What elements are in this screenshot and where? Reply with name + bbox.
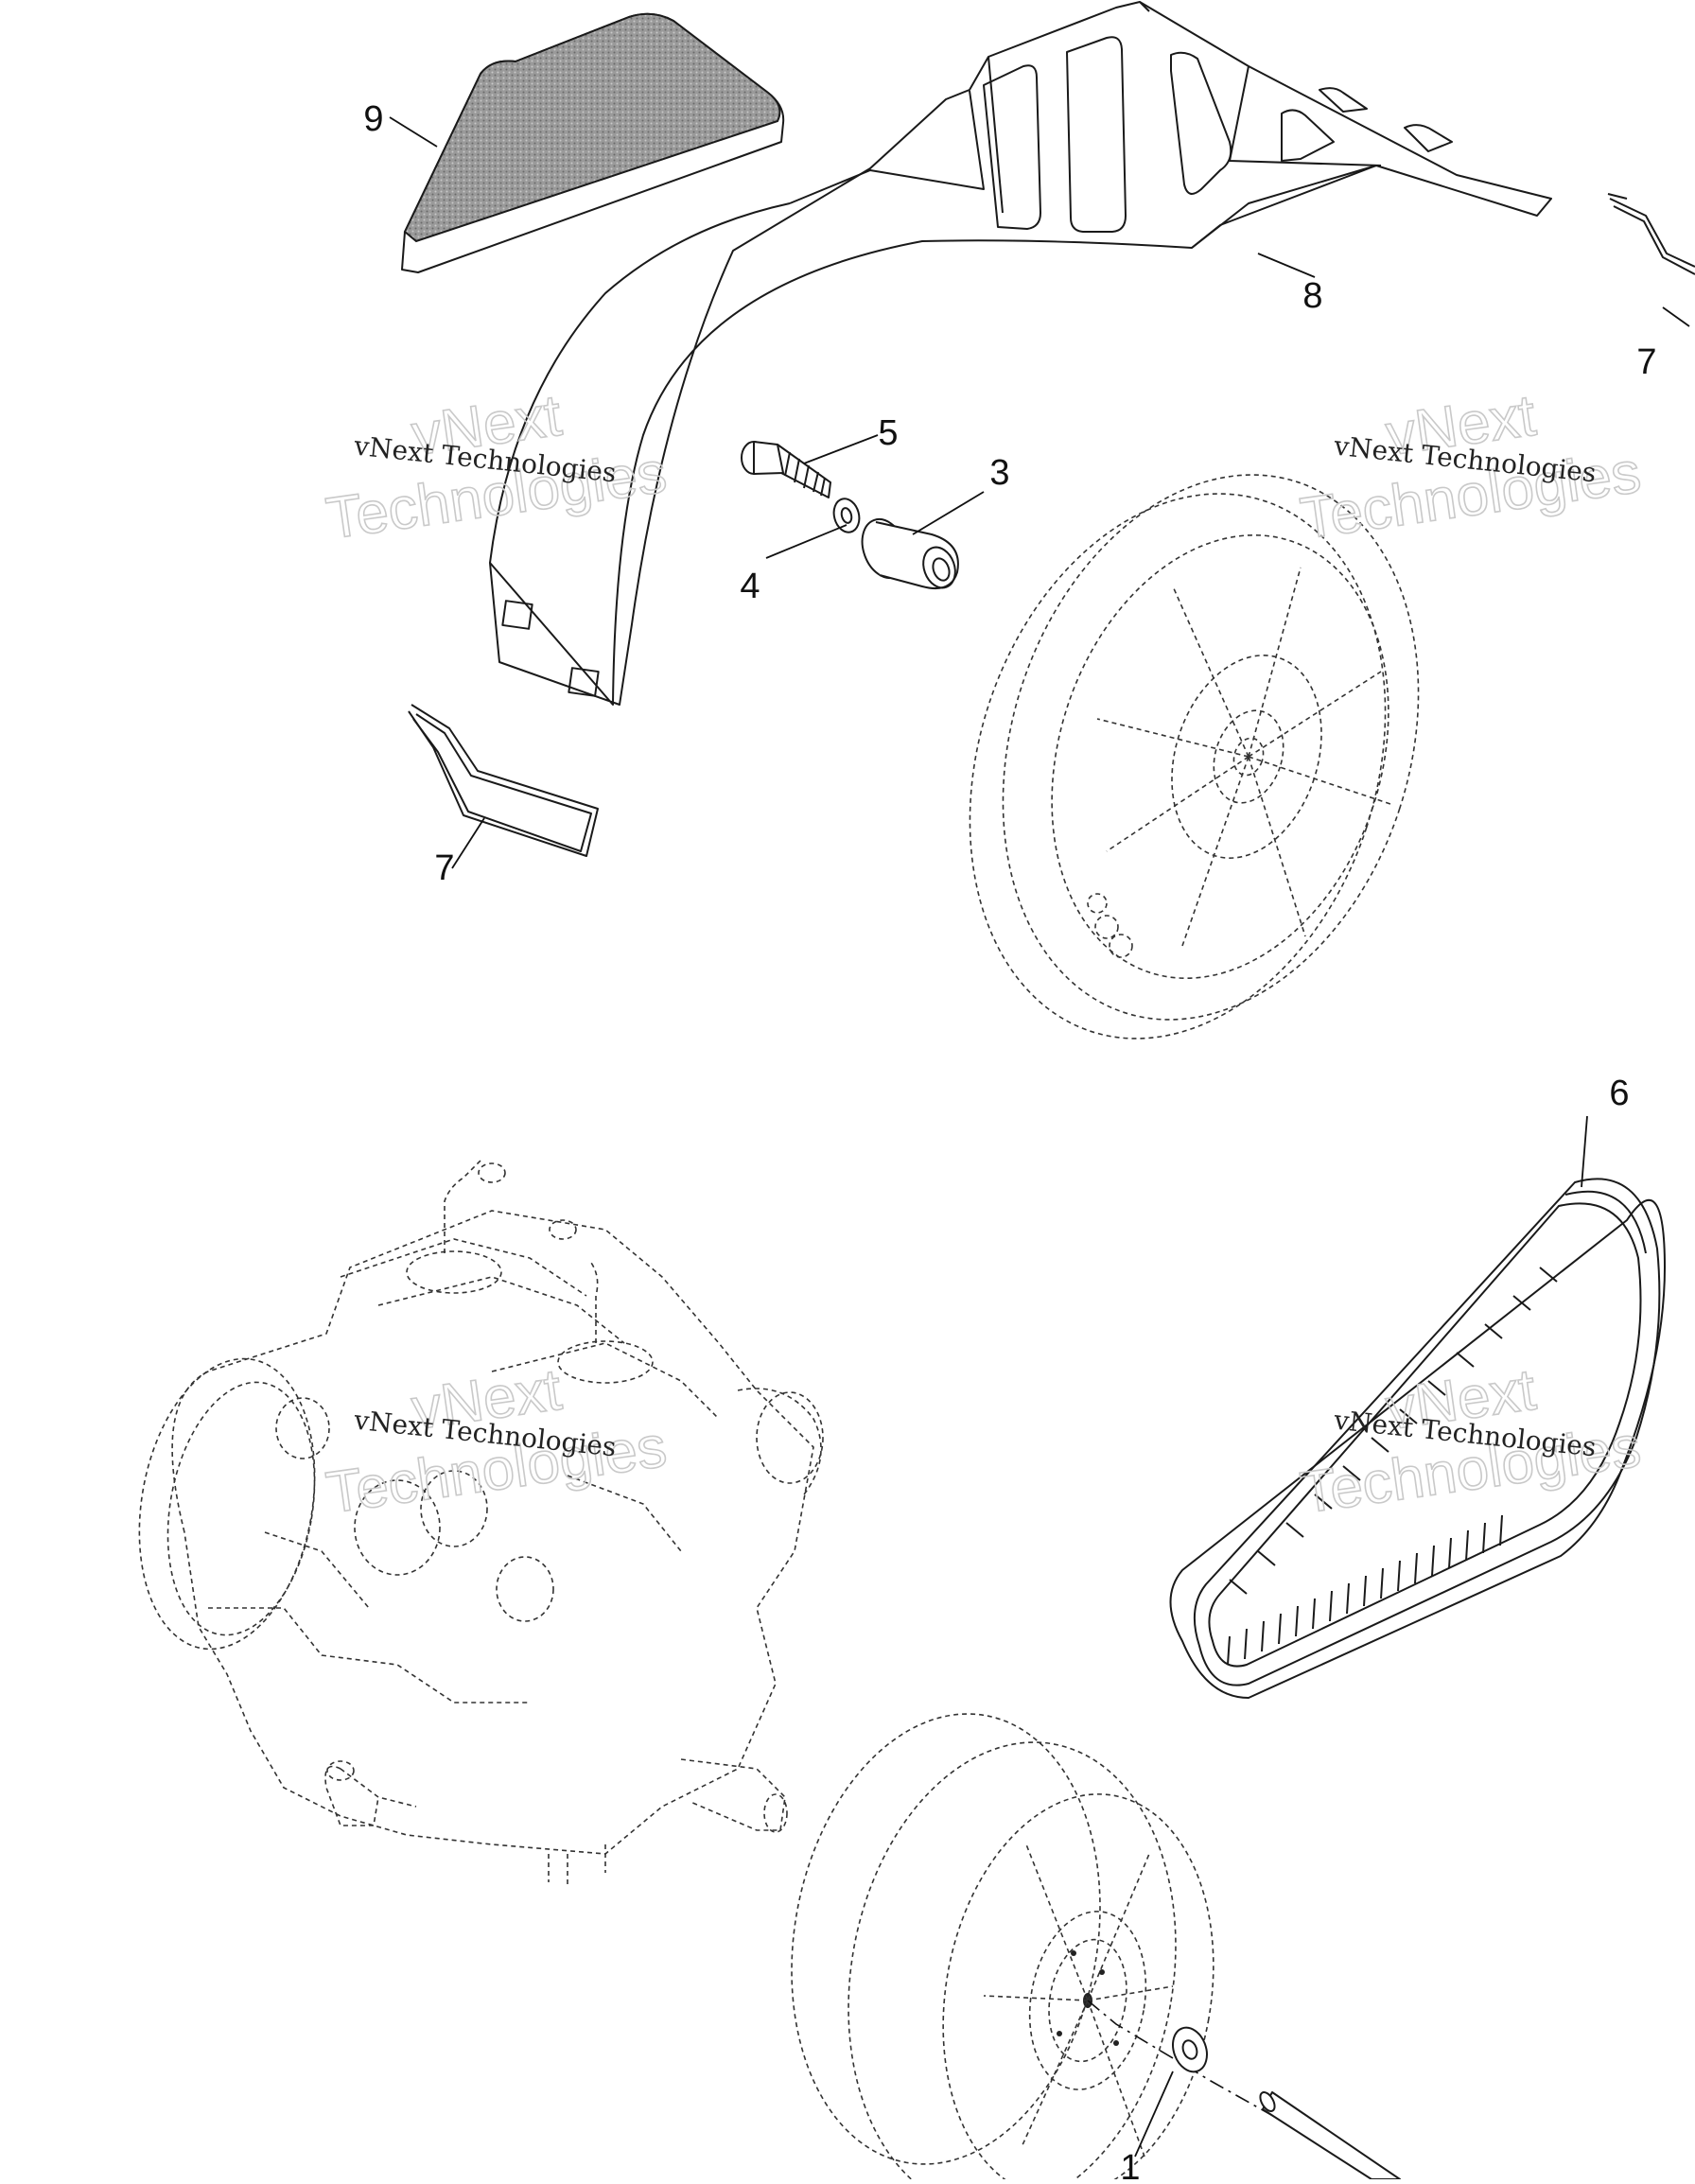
callout-7-lower: 7 xyxy=(434,848,454,888)
callout-5: 5 xyxy=(878,413,898,453)
part-4-washer xyxy=(832,498,861,533)
driven-pulley xyxy=(969,474,1420,1040)
callout-1: 1 xyxy=(1120,2148,1140,2179)
part-9-pad xyxy=(401,12,785,273)
callout-7-upper: 7 xyxy=(1636,342,1656,382)
leader-lines xyxy=(389,116,1690,2158)
callout-8: 8 xyxy=(1302,276,1322,316)
part-5-bolt xyxy=(741,441,831,498)
part-7-clip-lower xyxy=(408,704,599,857)
callouts: 9 8 7 5 3 4 7 6 1 xyxy=(363,99,1656,2184)
part-1-washer-bolt xyxy=(1172,2026,1401,2180)
part-7-clip-upper xyxy=(1607,193,1695,275)
part-8-guard xyxy=(489,1,1552,706)
part-6-belt xyxy=(1169,1178,1666,1699)
drive-pulley xyxy=(791,1713,1363,2184)
callout-9: 9 xyxy=(363,99,383,139)
callout-6: 6 xyxy=(1609,1074,1629,1113)
engine-assembly xyxy=(138,1158,824,1887)
callout-3: 3 xyxy=(989,453,1009,493)
callout-4: 4 xyxy=(740,567,760,606)
part-3-spacer xyxy=(861,518,959,590)
